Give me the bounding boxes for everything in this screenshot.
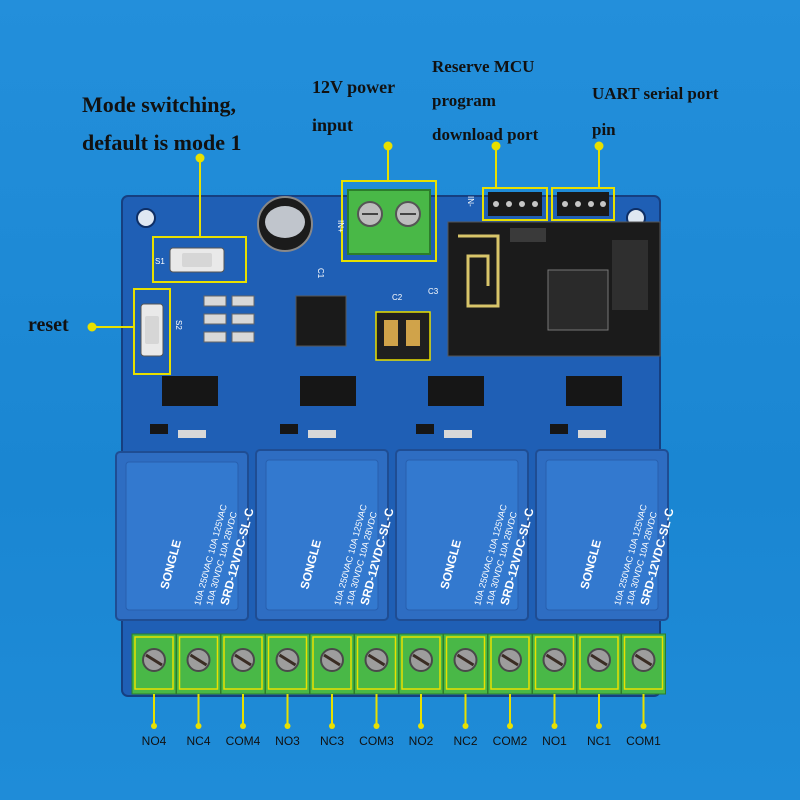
screw-slot <box>412 653 430 667</box>
screw-slot <box>323 653 341 667</box>
terminal-label-com2: COM2 <box>492 734 528 748</box>
terminal-label-no3: NO3 <box>275 734 300 748</box>
relay-1 <box>535 449 669 621</box>
screw-slot <box>590 653 608 667</box>
terminal-highlight <box>623 636 664 690</box>
terminal-highlight <box>267 636 308 690</box>
silk-s1: S1 <box>155 257 165 266</box>
silk-c2: C2 <box>392 293 403 302</box>
terminal-highlight <box>579 636 619 690</box>
terminal-leader-dot <box>640 723 647 729</box>
terminal-block-com1[interactable] <box>621 633 666 695</box>
terminal-highlight <box>356 636 397 690</box>
terminal-leader-dot <box>507 723 513 729</box>
mode-switching-label: Mode switching, default is mode 1 <box>82 92 242 155</box>
reset-switch-highlight <box>133 288 171 375</box>
terminal-leader-dot <box>151 723 157 729</box>
terminal-label-no4: NO4 <box>141 734 167 748</box>
mounting-hole <box>136 208 156 228</box>
terminal-label-no2: NO2 <box>408 734 434 748</box>
annotation-leaders <box>87 141 604 332</box>
terminal-leader-dot <box>418 723 424 729</box>
terminal-label-nc4: NC4 <box>186 734 211 748</box>
uart-pin-highlight <box>551 187 615 221</box>
screw-slot <box>456 653 475 667</box>
terminal-label-nc1: NC1 <box>586 734 611 748</box>
ic-chip <box>295 295 347 347</box>
silk-c3: C3 <box>428 287 439 296</box>
terminal-highlight <box>490 636 530 690</box>
terminal-highlight <box>401 636 441 690</box>
screw-slot <box>145 653 163 667</box>
silk-s2: S2 <box>174 320 183 330</box>
terminal-highlight <box>223 636 263 690</box>
terminal-label-nc2: NC2 <box>453 734 478 748</box>
terminal-label-com4: COM4 <box>225 734 261 748</box>
silk-in-plus: IN+ <box>336 220 345 233</box>
terminal-highlight <box>445 636 486 690</box>
silk-c1: C1 <box>316 268 325 279</box>
terminal-label-com1: COM1 <box>626 734 661 748</box>
reset-label: reset <box>28 314 69 336</box>
terminal-highlight <box>312 636 352 690</box>
terminal-leader-dot <box>373 723 380 729</box>
terminal-leader-dot <box>240 723 246 729</box>
terminal-label-com3: COM3 <box>359 734 394 748</box>
mcu-download-port-label: Reserve MCU program download port <box>432 57 539 144</box>
terminal-leader-dot <box>195 723 202 729</box>
mcu-download-port-highlight <box>482 187 548 221</box>
screw-slot <box>545 653 564 667</box>
terminal-highlight <box>534 636 575 690</box>
relay-3 <box>255 449 389 621</box>
terminal-leader-dot <box>462 723 469 729</box>
screw-slot <box>501 653 519 667</box>
optocoupler <box>428 376 484 406</box>
terminal-leader-dot <box>329 723 335 729</box>
screw-slot <box>367 653 386 667</box>
terminal-leader-dot <box>284 723 291 729</box>
uart-label: UART serial port pin <box>592 84 719 139</box>
optocoupler <box>300 376 356 406</box>
screw-slot <box>189 653 208 667</box>
screw-slot <box>234 653 252 667</box>
terminal-label-nc3: NC3 <box>319 734 344 748</box>
power-input-label: 12V power input <box>312 77 396 135</box>
silk-in-minus: IN- <box>466 196 475 207</box>
terminal-leader-dot <box>596 723 602 729</box>
relay-2 <box>395 449 529 621</box>
optocoupler <box>566 376 622 406</box>
terminal-strip <box>131 633 666 729</box>
terminal-highlight <box>134 636 174 690</box>
terminal-leader-dot <box>551 723 558 729</box>
screw-slot <box>634 653 653 667</box>
screw-slot <box>278 653 297 667</box>
terminal-highlight <box>178 636 219 690</box>
terminal-label-no1: NO1 <box>542 734 567 748</box>
optocoupler <box>162 376 218 406</box>
relay-4 <box>115 451 249 621</box>
